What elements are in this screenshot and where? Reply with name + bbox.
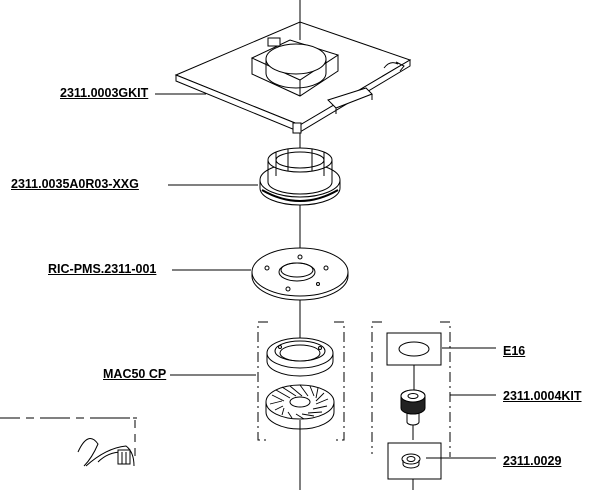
mounting-plate-drawing	[174, 21, 412, 134]
burr-carrier-drawing	[259, 147, 341, 206]
label-mac50-cp[interactable]: MAC50 CP	[103, 367, 167, 381]
burr-set-frame	[257, 321, 345, 441]
label-2311-0003gkit[interactable]: 2311.0003GKIT	[60, 86, 149, 100]
label-ric-pms-2311-001[interactable]: RIC-PMS.2311-001	[48, 262, 157, 276]
lower-burr-drawing	[265, 384, 335, 430]
label-2311-0035a0r03-xxg[interactable]: 2311.0035A0R03-XXG	[11, 177, 139, 191]
burr-plate-drawing	[251, 247, 349, 301]
nut-drawing	[387, 442, 442, 490]
knob-drawing	[400, 365, 426, 440]
label-2311-0029[interactable]: 2311.0029	[503, 454, 562, 468]
leader-lines	[155, 93, 496, 459]
label-e16[interactable]: E16	[503, 344, 526, 358]
adjust-assembly-frame	[371, 321, 451, 457]
label-2311-0004kit[interactable]: 2311.0004KIT	[503, 389, 582, 403]
washer-drawing	[386, 332, 442, 366]
detail-view-drawing	[0, 417, 137, 467]
upper-burr-drawing	[266, 337, 334, 377]
